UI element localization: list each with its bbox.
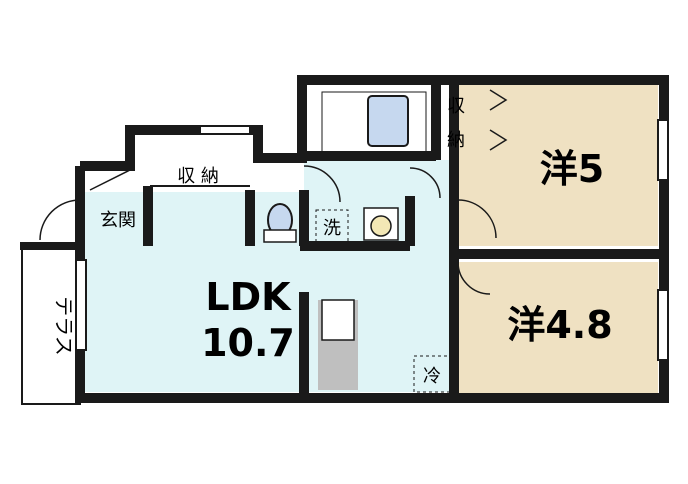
toilet-tank [263,229,297,243]
windows [75,119,669,361]
storage-side-label-1: 収 [447,96,465,117]
storage-top-label: 収 納 [177,166,219,187]
entrance-label: 玄関 [100,210,136,231]
terrace-label: テラス [52,296,76,356]
storage-side-label-2: 納 [447,130,465,151]
bathtub [367,95,409,147]
ldk-label: LDK [205,275,292,319]
kitchen-sink [321,299,355,341]
fridge-label: 冷 [423,366,441,387]
ldk-size-label: 10.7 [201,321,295,365]
western-room-5-label: 洋5 [540,147,604,191]
washbasin-bowl [370,215,392,237]
western-room-4-8-floor [458,262,658,394]
hall-floor [304,160,450,200]
door-swings [39,89,508,295]
washbasin [363,207,399,241]
western-room-4-8-label: 洋4.8 [507,303,612,347]
washer-label: 洗 [323,218,341,239]
